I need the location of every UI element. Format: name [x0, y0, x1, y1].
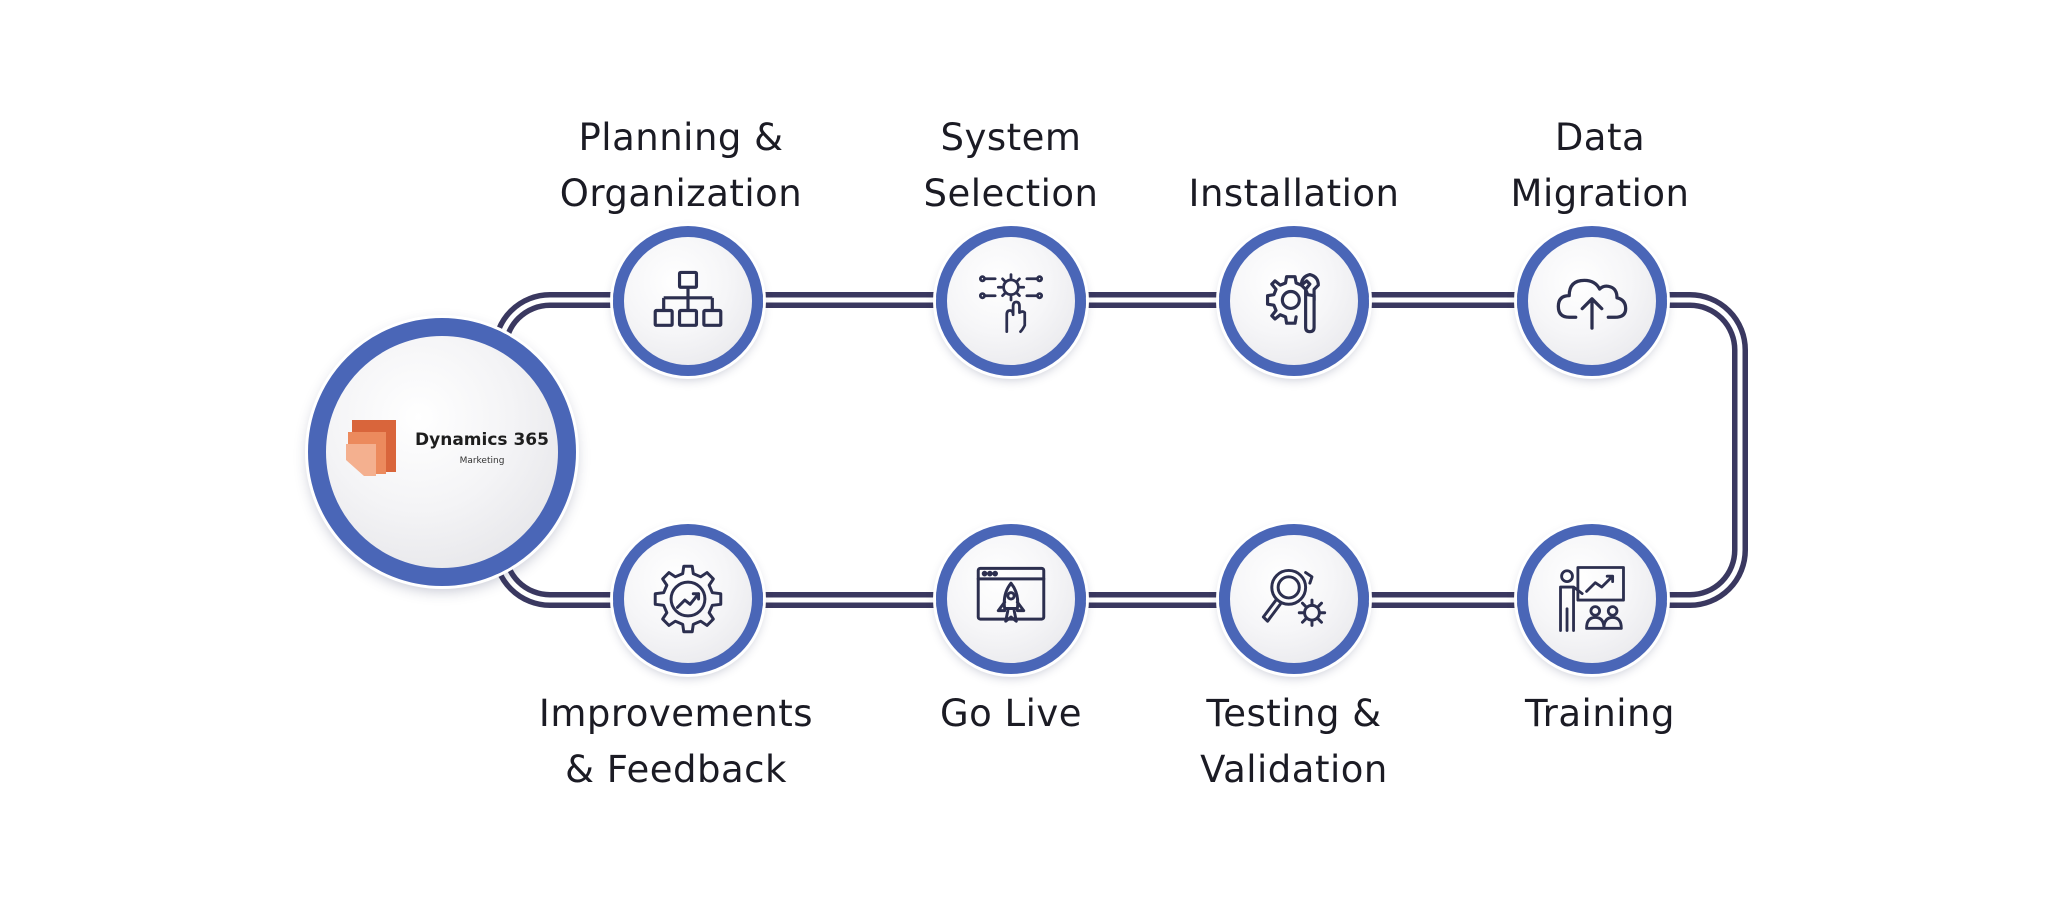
step-node-planning	[613, 226, 763, 376]
step-label-line: System	[940, 116, 1082, 159]
step-node-system-selection	[936, 226, 1086, 376]
step-label-line: Testing &	[1206, 692, 1382, 735]
hub-subtitle: Marketing	[459, 456, 505, 466]
hub-brand-name: Dynamics 365	[415, 430, 549, 450]
org-chart-icon	[653, 270, 723, 327]
step-node-testing	[1219, 524, 1369, 674]
magnifier-gear-icon	[1261, 568, 1327, 627]
browser-rocket-icon	[976, 566, 1046, 623]
dynamics-365-hub: Dynamics 365 Marketing	[308, 318, 576, 586]
gear-growth-icon	[653, 564, 723, 634]
step-node-installation	[1219, 226, 1369, 376]
step-label-line: Planning &	[578, 116, 784, 159]
presentation-board-icon	[1559, 566, 1625, 632]
step-label-data-migration: Data Migration	[1440, 110, 1760, 222]
step-node-data-migration	[1517, 226, 1667, 376]
step-label-line: Organization	[559, 172, 803, 215]
step-label-line: Go Live	[939, 692, 1083, 735]
step-label-line: Selection	[923, 172, 1099, 215]
step-label-line: Training	[1525, 692, 1675, 735]
step-node-improvements	[613, 524, 763, 674]
step-label-planning: Planning & Organization	[521, 110, 841, 222]
step-label-line: Data	[1554, 116, 1646, 159]
cloud-upload-icon	[1556, 278, 1628, 330]
step-label-training: Training	[1440, 686, 1760, 742]
step-label-line: Installation	[1188, 172, 1400, 215]
step-label-improvements: Improvements & Feedback	[516, 686, 836, 798]
step-label-go-live: Go Live	[851, 686, 1171, 742]
step-label-line: Validation	[1200, 748, 1388, 791]
step-node-training	[1517, 524, 1667, 674]
step-label-line: Migration	[1510, 172, 1690, 215]
gear-wrench-icon	[1265, 272, 1320, 334]
dynamics-365-marketing-logo-icon	[346, 420, 396, 476]
touch-circuit-icon	[978, 273, 1044, 334]
step-label-line: & Feedback	[565, 748, 787, 791]
step-label-testing: Testing & Validation	[1134, 686, 1454, 798]
step-label-installation: Installation	[1134, 166, 1454, 222]
step-node-go-live	[936, 524, 1086, 674]
step-label-line: Improvements	[538, 692, 814, 735]
step-label-system-selection: System Selection	[851, 110, 1171, 222]
